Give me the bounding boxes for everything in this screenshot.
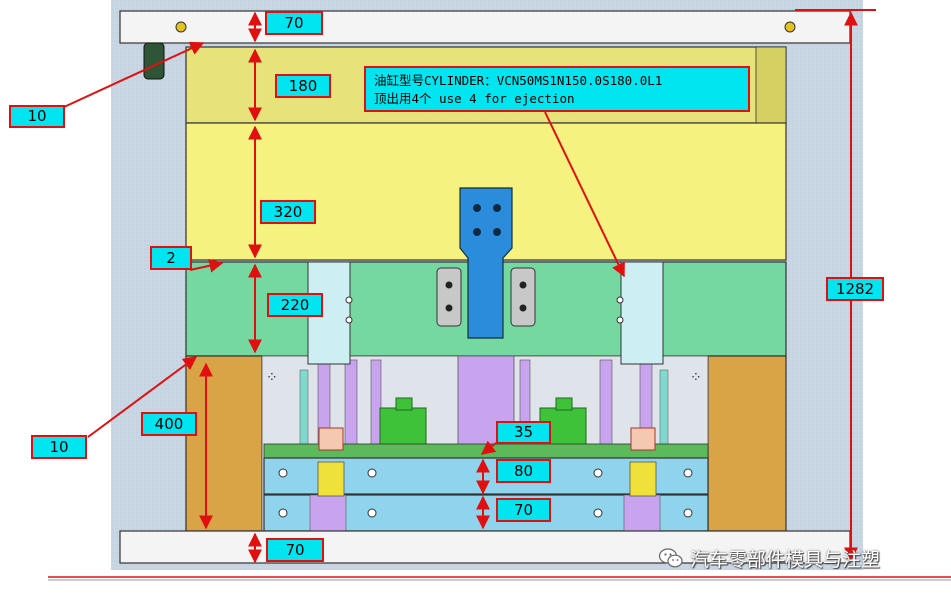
dot-marks-left: ⁘ (266, 370, 278, 386)
label-b-plate: 320 (260, 200, 316, 224)
lug-bolt (445, 304, 453, 312)
label-spacer-block: 400 (141, 412, 197, 436)
ejector-bolt (367, 468, 377, 478)
side-lug-right (510, 267, 536, 327)
label-spacer-gap: 10 (31, 435, 87, 459)
green-part-right-top (555, 397, 573, 411)
cylinder-port (345, 296, 353, 304)
block-bolt (493, 204, 501, 212)
ejector-bolt (593, 468, 603, 478)
retainer-bolt (367, 508, 377, 518)
cylinder-right (620, 261, 664, 365)
ejector-bolt (278, 468, 288, 478)
spacer-block-right (707, 355, 787, 532)
block-bolt (473, 204, 481, 212)
a-plate-shade (755, 46, 787, 124)
leader-plate-gap (189, 258, 224, 273)
label-stroke: 35 (496, 421, 551, 444)
wechat-icon (658, 548, 683, 568)
block-bolt (473, 228, 481, 236)
cylinder-port (616, 296, 624, 304)
label-bottom-clamp-plate: 70 (266, 538, 324, 562)
label-support-plate: 220 (267, 293, 323, 317)
cylinder-port (616, 316, 624, 324)
retainer-bolt (593, 508, 603, 518)
green-part-left (379, 407, 427, 449)
spring-stack-right (629, 461, 657, 497)
block-bolt (493, 228, 501, 236)
side-lug-left (436, 267, 462, 327)
cylinder-note-line2: 顶出用4个 use 4 for ejection (374, 91, 575, 106)
retainer-bolt (683, 508, 693, 518)
label-ejector-retainer: 70 (496, 498, 551, 522)
clamp-bolt (784, 21, 796, 33)
pin (599, 359, 613, 451)
watermark-text: 汽车零部件模具与注塑 (690, 548, 881, 571)
lug-bolt (445, 281, 453, 289)
lug-bolt (519, 281, 527, 289)
cylinder-note: 油缸型号CYLINDER：VCN50MS1N150.0S180.0L1 顶出用4… (364, 66, 750, 112)
spring-collar-left (318, 427, 344, 451)
top-clamp-plate (119, 10, 851, 44)
spacer-block-left (185, 355, 263, 532)
return-pin-left (309, 494, 347, 532)
return-pin-right (623, 494, 661, 532)
watermark: 汽车零部件模具与注塑 (658, 545, 880, 571)
dot-marks-right: ⁘ (690, 370, 702, 386)
leader-top-gap (63, 41, 205, 108)
cylinder-note-line1: 油缸型号CYLINDER：VCN50MS1N150.0S180.0L1 (374, 73, 663, 88)
cylinder-port (345, 316, 353, 324)
bottom-clamp-plate (119, 530, 851, 564)
leader-cylinder-note (544, 111, 625, 278)
clamp-bolt (175, 21, 187, 33)
pin (659, 369, 669, 451)
label-top-clamp-plate: 70 (265, 11, 323, 35)
spring-stack-left (317, 461, 345, 497)
label-top-gap: 10 (9, 105, 65, 128)
leader-spacer-gap (87, 356, 198, 438)
pin (299, 369, 309, 451)
pin (344, 359, 358, 451)
label-plate-gap: 2 (150, 246, 192, 270)
retainer-bolt (278, 508, 288, 518)
ejector-bolt (683, 468, 693, 478)
label-ejector-plate: 80 (496, 459, 551, 483)
cylinder-block (459, 187, 513, 339)
lug-bolt (519, 304, 527, 312)
label-total-height: 1282 (826, 277, 884, 301)
label-a-plate: 180 (275, 74, 331, 98)
locating-pin (143, 42, 165, 80)
green-part-left-top (395, 397, 413, 411)
spring-collar-right (630, 427, 656, 451)
